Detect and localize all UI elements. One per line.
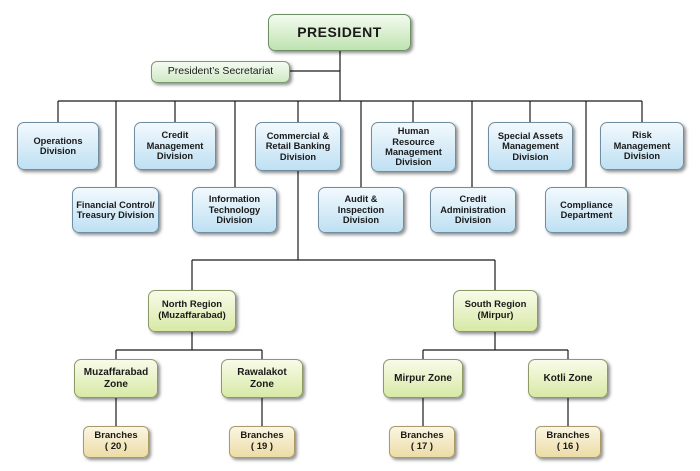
rawalakot-zone-box: Rawalakot Zone (221, 359, 303, 398)
credit-administration-division-box: Credit Administration Division (430, 187, 516, 233)
financial-control-treasury-division-box: Financial Control/ Treasury Division (72, 187, 159, 233)
compliance-department-box: Compliance Department (545, 187, 628, 233)
president-box: PRESIDENT (268, 14, 411, 51)
muzaffarabad-zone-box: Muzaffarabad Zone (74, 359, 158, 398)
operations-division-box: Operations Division (17, 122, 99, 170)
kotli-zone-box: Kotli Zone (528, 359, 608, 398)
mirpur-zone-box: Mirpur Zone (383, 359, 463, 398)
kotli-branches-box: Branches ( 16 ) (535, 426, 601, 458)
information-technology-division-box: Information Technology Division (192, 187, 277, 233)
south-region-box: South Region (Mirpur) (453, 290, 538, 332)
mirpur-branches-box: Branches ( 17 ) (389, 426, 455, 458)
credit-management-division-box: Credit Management Division (134, 122, 216, 170)
presidents-secretariat-box: President’s Secretariat (151, 61, 290, 83)
commercial-retail-banking-division-box: Commercial & Retail Banking Division (255, 122, 341, 171)
muzaffarabad-branches-box: Branches ( 20 ) (83, 426, 149, 458)
special-assets-management-division-box: Special Assets Management Division (488, 122, 573, 171)
risk-management-division-box: Risk Management Division (600, 122, 684, 170)
north-region-box: North Region (Muzaffarabad) (148, 290, 236, 332)
rawalakot-branches-box: Branches ( 19 ) (229, 426, 295, 458)
human-resource-management-division-box: Human Resource Management Division (371, 122, 456, 172)
audit-inspection-division-box: Audit & Inspection Division (318, 187, 404, 233)
